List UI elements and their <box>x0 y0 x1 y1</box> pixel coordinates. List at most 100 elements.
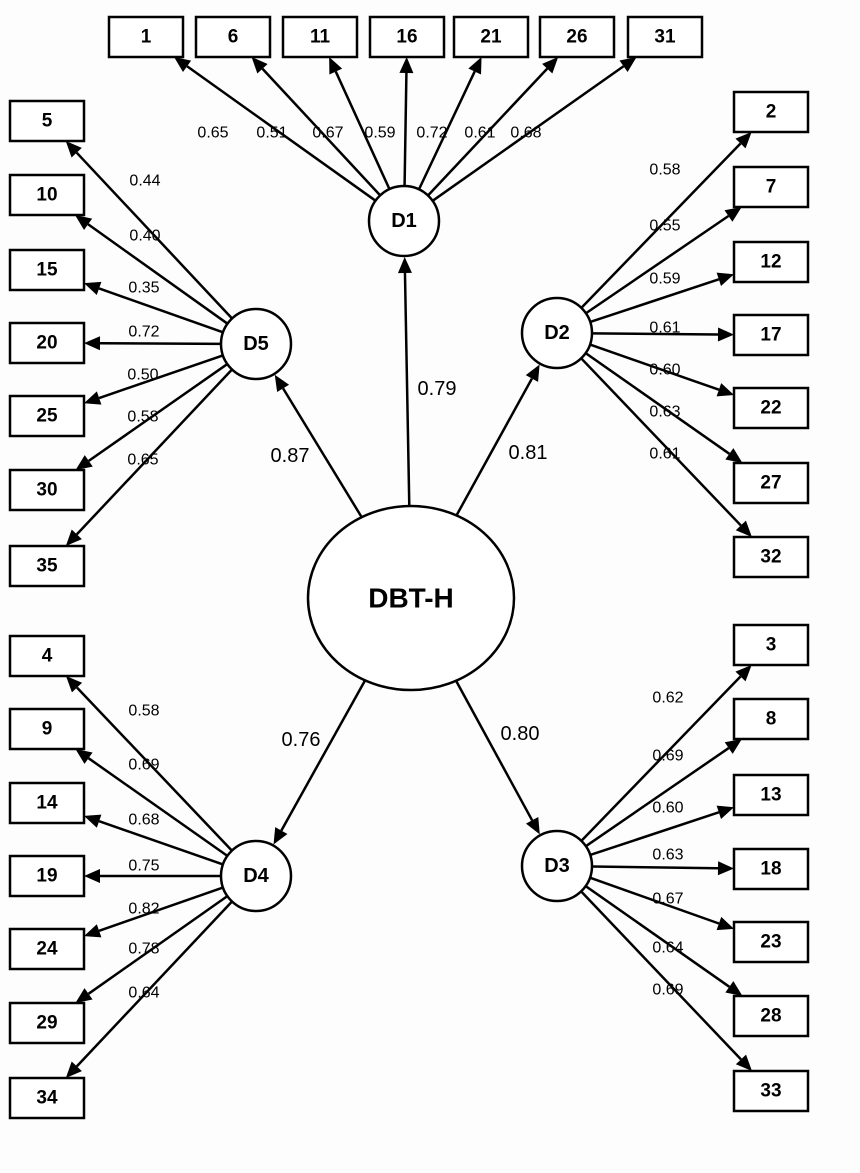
item-label-27: 27 <box>760 473 781 494</box>
factor-node-d3 <box>520 829 594 903</box>
item-loading-25: 0.50 <box>127 367 158 384</box>
item-box-23 <box>732 920 810 964</box>
factor-label-d4: D4 <box>243 865 269 887</box>
item-box-8 <box>732 697 810 741</box>
edge-main-d2 <box>455 377 534 517</box>
item-box-33 <box>732 1069 810 1113</box>
labels-layer: DBT-HD10.79D20.81D30.80D40.76D50.8710.65… <box>36 27 781 1109</box>
item-box-16 <box>368 15 446 59</box>
item-label-32: 32 <box>760 547 781 568</box>
item-box-17 <box>732 313 810 357</box>
item-label-10: 10 <box>36 185 57 206</box>
item-label-21: 21 <box>480 27 502 48</box>
edge-item-29 <box>87 895 229 995</box>
item-label-31: 31 <box>654 27 676 48</box>
item-box-32 <box>732 535 810 579</box>
item-box-13 <box>732 773 810 817</box>
item-loading-2: 0.58 <box>649 162 680 179</box>
item-box-2 <box>732 90 810 134</box>
item-label-9: 9 <box>42 719 53 740</box>
item-label-11: 11 <box>310 27 331 48</box>
item-box-30 <box>8 468 86 512</box>
item-label-19: 19 <box>36 866 57 887</box>
item-box-6 <box>194 15 272 59</box>
item-label-5: 5 <box>42 111 53 132</box>
edge-item-10-arrowhead <box>75 215 93 230</box>
edge-item-16 <box>403 72 408 187</box>
item-box-25 <box>8 394 86 438</box>
edge-item-35 <box>75 368 233 536</box>
factor-node-d4 <box>219 839 293 913</box>
edge-main-d4-arrowhead <box>273 827 288 845</box>
main-node-label: DBT-H <box>368 583 454 614</box>
edge-item-20 <box>99 342 222 346</box>
item-label-12: 12 <box>760 252 781 273</box>
item-box-5 <box>8 99 86 143</box>
item-box-31 <box>626 15 704 59</box>
edge-item-2-arrowhead <box>735 132 752 149</box>
edge-item-34-arrowhead <box>65 1061 82 1078</box>
edge-item-17 <box>591 332 719 336</box>
edge-item-28-arrowhead <box>725 981 743 996</box>
item-label-20: 20 <box>36 333 57 354</box>
edge-item-20-arrowhead <box>84 336 101 351</box>
edge-item-6-arrowhead <box>251 57 268 74</box>
item-loading-34: 0.64 <box>128 985 159 1002</box>
item-loading-23: 0.67 <box>652 891 683 908</box>
edge-item-14-arrowhead <box>84 814 102 828</box>
item-loading-9: 0.69 <box>128 757 159 774</box>
edge-item-21-arrowhead <box>468 57 482 75</box>
item-label-8: 8 <box>766 709 777 730</box>
item-loading-19: 0.75 <box>128 858 159 875</box>
item-loading-1: 0.65 <box>197 125 228 142</box>
edge-item-33-arrowhead <box>735 1054 752 1071</box>
edge-item-12 <box>589 278 720 324</box>
edge-item-33 <box>580 890 742 1061</box>
factor-label-d1: D1 <box>391 210 417 232</box>
item-label-18: 18 <box>760 859 781 880</box>
edge-item-15-arrowhead <box>84 281 102 296</box>
item-label-2: 2 <box>766 102 777 123</box>
item-box-26 <box>538 15 616 59</box>
item-box-3 <box>732 623 810 667</box>
factor-loading-d2: 0.81 <box>509 442 548 464</box>
factor-loading-d1: 0.79 <box>418 378 457 400</box>
item-loading-10: 0.40 <box>129 228 160 245</box>
item-box-11 <box>281 15 359 59</box>
item-loading-3: 0.62 <box>652 690 683 707</box>
edge-item-1-arrowhead <box>174 57 192 72</box>
item-loading-12: 0.59 <box>649 271 680 288</box>
item-box-29 <box>8 1001 86 1045</box>
edge-item-16-arrowhead <box>399 57 414 74</box>
edge-item-9 <box>87 757 229 857</box>
edge-item-18 <box>591 865 719 870</box>
edges-layer <box>65 57 752 1078</box>
edge-item-31 <box>431 65 625 202</box>
item-box-14 <box>8 781 86 825</box>
edge-item-26-arrowhead <box>542 57 559 74</box>
item-label-24: 24 <box>36 939 58 960</box>
edge-item-32 <box>580 357 742 527</box>
item-loading-26: 0.61 <box>464 125 495 142</box>
item-box-10 <box>8 173 86 217</box>
item-loading-6: 0.51 <box>256 125 287 142</box>
factor-label-d2: D2 <box>544 322 570 344</box>
edge-main-d2-arrowhead <box>525 364 540 382</box>
item-label-6: 6 <box>228 27 239 48</box>
item-label-34: 34 <box>36 1088 58 1109</box>
item-box-12 <box>732 240 810 284</box>
edge-item-23-arrowhead <box>716 916 734 931</box>
edge-main-d5-arrowhead <box>274 374 290 393</box>
item-loading-14: 0.68 <box>128 812 159 829</box>
item-loading-11: 0.67 <box>312 125 343 142</box>
edge-item-24-arrowhead <box>84 924 102 938</box>
item-box-18 <box>732 847 810 891</box>
edge-item-31-arrowhead <box>619 57 637 72</box>
item-loading-29: 0.78 <box>128 941 159 958</box>
factor-label-d3: D3 <box>544 855 570 877</box>
item-box-4 <box>8 634 86 678</box>
item-label-14: 14 <box>36 793 58 814</box>
factor-node-d1 <box>367 184 441 258</box>
edge-item-32-arrowhead <box>735 520 752 537</box>
item-box-20 <box>8 321 86 365</box>
